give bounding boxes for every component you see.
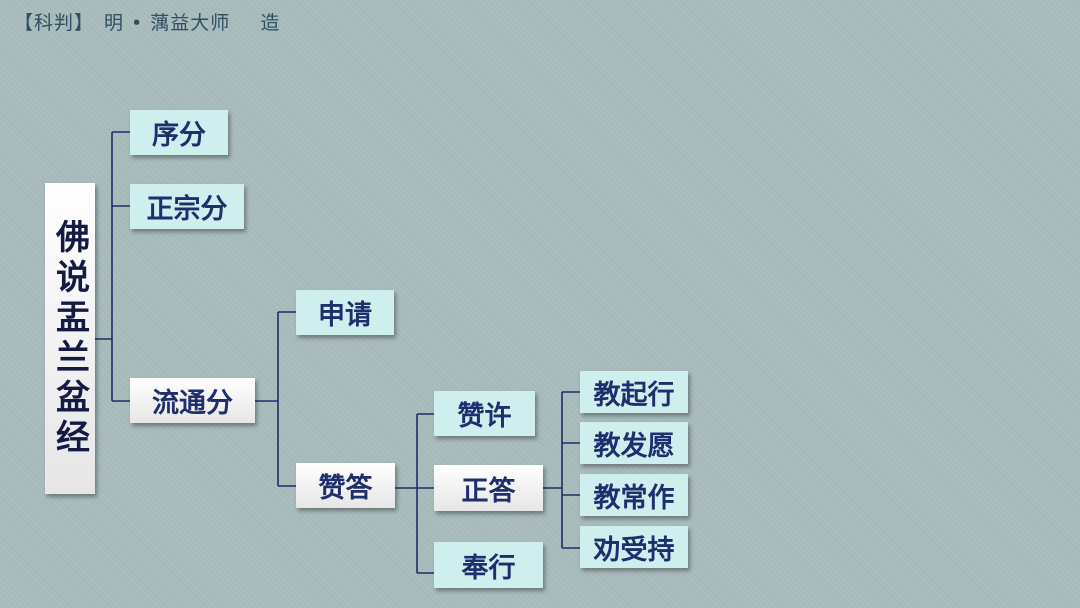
node-jiaoqixing-label: 教起行 — [593, 379, 675, 411]
root-node: 佛说盂兰盆经 — [45, 183, 95, 494]
node-shenqing-label: 申请 — [318, 300, 372, 331]
node-zhengda-label: 正答 — [461, 475, 516, 507]
node-shenqing: 申请 — [296, 290, 394, 335]
node-xufen-label: 序分 — [152, 120, 206, 151]
header-title: 【科判】 — [14, 11, 95, 34]
node-zanda-label: 赞答 — [318, 473, 373, 504]
node-liutongfen-label: 流通分 — [152, 388, 233, 419]
root-label: 佛说盂兰盆经 — [49, 218, 90, 459]
node-zhengzongfen-label: 正宗分 — [146, 194, 228, 225]
node-fengxing-label: 奉行 — [461, 552, 516, 584]
node-quanshouchi-label: 劝受持 — [593, 534, 675, 566]
node-xufen: 序分 — [130, 110, 228, 155]
node-jiaofayuan: 教发愿 — [580, 422, 688, 464]
header-author: 明 • 蕅益大师 — [104, 11, 231, 34]
header: 【科判】 明 • 蕅益大师 造 — [14, 6, 280, 36]
node-jiaoqixing: 教起行 — [580, 371, 688, 413]
header-made: 造 — [260, 11, 281, 34]
node-zanxu: 赞许 — [434, 391, 535, 436]
node-jiaofayuan-label: 教发愿 — [593, 430, 675, 462]
node-liutongfen: 流通分 — [130, 378, 255, 423]
node-jiaochangzuo: 教常作 — [580, 474, 688, 516]
node-jiaochangzuo-label: 教常作 — [593, 482, 675, 514]
node-fengxing: 奉行 — [434, 542, 543, 588]
node-zhengda: 正答 — [434, 465, 543, 511]
node-zanxu-label: 赞许 — [457, 401, 512, 432]
node-zhengzongfen: 正宗分 — [130, 184, 244, 229]
node-quanshouchi: 劝受持 — [580, 526, 688, 568]
node-zanda: 赞答 — [296, 463, 395, 508]
